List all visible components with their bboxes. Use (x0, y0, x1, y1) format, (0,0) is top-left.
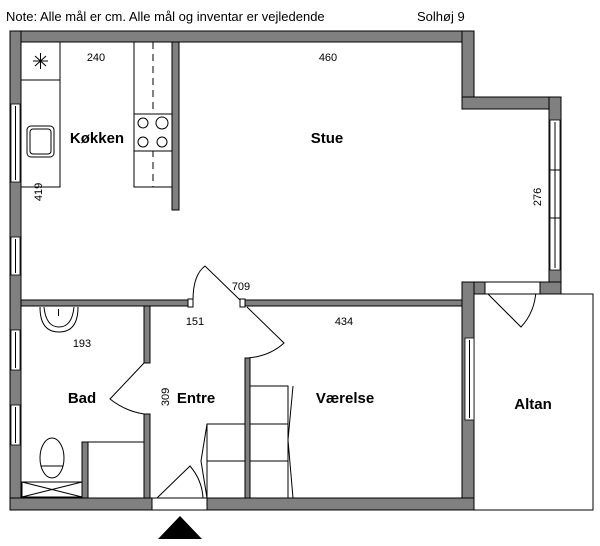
room-label-kitchen: Køkken (70, 130, 124, 147)
bath-fixtures (21, 306, 145, 499)
dim-total-width: 709 (232, 281, 250, 293)
dim-kitchen-depth: 419 (33, 183, 45, 201)
dim-bedroom-width: 434 (335, 316, 353, 328)
extractor-icon (33, 53, 48, 69)
plan-address: Solhøj 9 (417, 9, 465, 24)
room-label-bath: Bad (68, 390, 96, 407)
doors (109, 265, 541, 511)
dim-entrance-depth: 309 (160, 388, 172, 406)
windows (10, 103, 561, 446)
room-label-living: Stue (311, 130, 344, 147)
dim-entrance-width: 151 (186, 316, 204, 328)
room-label-entrance: Entre (177, 390, 215, 407)
dim-living-depth: 276 (532, 188, 544, 206)
wardrobes (200, 385, 294, 499)
balcony-outline (473, 293, 594, 511)
entrance-arrow-icon (158, 516, 202, 539)
sink-icon (26, 125, 55, 158)
plan-note: Note: Alle mål er cm. Alle mål og invent… (6, 9, 325, 24)
dim-living-width: 460 (319, 52, 337, 64)
dim-bath-width: 193 (73, 338, 91, 350)
toilet-icon (39, 437, 65, 479)
washbasin-icon (39, 306, 79, 333)
dim-kitchen-width: 240 (87, 52, 105, 64)
stove-icon (133, 113, 173, 152)
room-label-bedroom: Værelse (316, 390, 374, 407)
room-label-balcony: Altan (514, 396, 552, 413)
kitchen-fixtures (20, 41, 173, 188)
